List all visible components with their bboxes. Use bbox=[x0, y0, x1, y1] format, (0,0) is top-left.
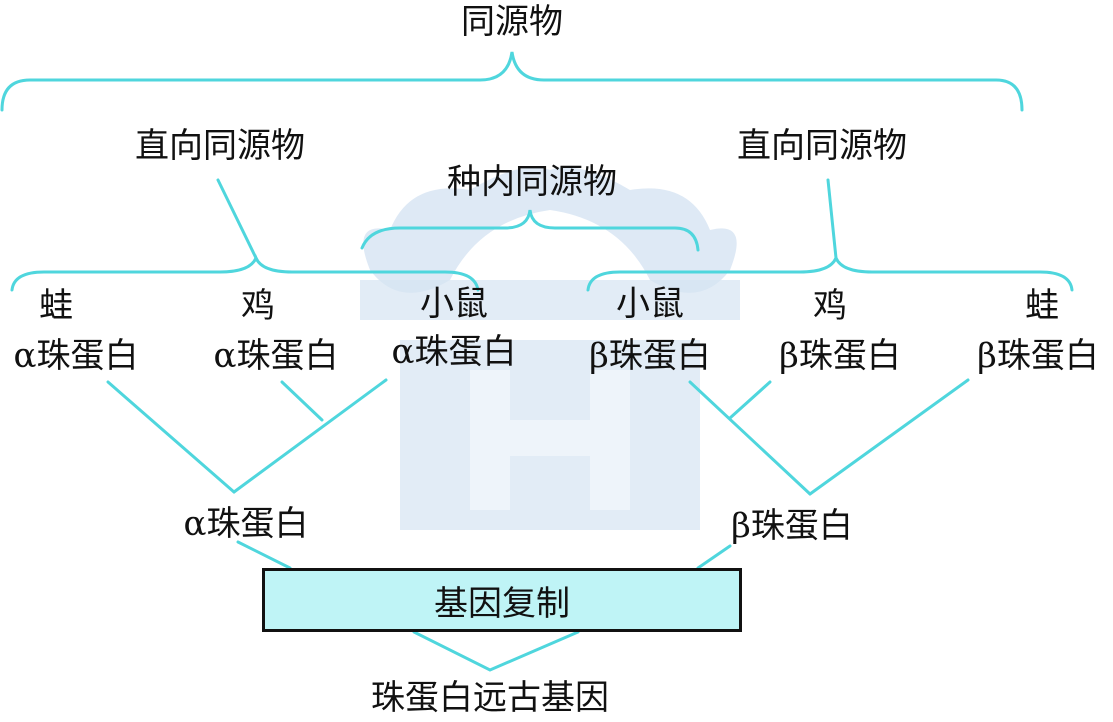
species-mouse-alpha: 小鼠 bbox=[420, 284, 488, 324]
protein-frog-alpha: α珠蛋白 bbox=[13, 336, 139, 376]
homologs-brace bbox=[0, 51, 1024, 112]
species-frog-beta: 蛙 bbox=[1025, 286, 1059, 326]
protein-chicken-alpha: α珠蛋白 bbox=[213, 336, 339, 376]
protein-mouse-alpha: α珠蛋白 bbox=[391, 332, 517, 372]
beta-to-duplication bbox=[696, 544, 732, 570]
paralogs-label: 种内同源物 bbox=[447, 162, 617, 202]
root-to-duplication bbox=[412, 630, 580, 672]
orthologs-right-label: 直向同源物 bbox=[737, 126, 907, 166]
species-chicken-alpha: 鸡 bbox=[241, 286, 275, 326]
paralogs-brace bbox=[360, 209, 700, 252]
gene-duplication-label: 基因复制 bbox=[434, 583, 570, 624]
beta-mouse-branch bbox=[688, 380, 812, 496]
beta-frog-branch bbox=[808, 378, 970, 496]
left-orthologs-pointer bbox=[216, 178, 258, 260]
right-orthologs-pointer bbox=[826, 178, 838, 260]
protein-mouse-beta: β珠蛋白 bbox=[589, 336, 711, 376]
ancestral-globin-gene-label: 珠蛋白远古基因 bbox=[371, 678, 609, 718]
species-frog-alpha: 蛙 bbox=[39, 286, 73, 326]
alpha-frog-branch bbox=[106, 380, 236, 494]
gene-duplication-box: 基因复制 bbox=[262, 568, 742, 632]
protein-chicken-beta: β珠蛋白 bbox=[779, 336, 901, 376]
orthologs-left-label: 直向同源物 bbox=[135, 126, 305, 166]
alpha-to-duplication bbox=[236, 540, 292, 570]
species-mouse-beta: 小鼠 bbox=[616, 284, 684, 324]
homologs-title: 同源物 bbox=[461, 2, 563, 42]
protein-frog-beta: β珠蛋白 bbox=[977, 336, 1099, 376]
beta-ancestor-label: β珠蛋白 bbox=[731, 506, 853, 546]
alpha-ancestor-label: α珠蛋白 bbox=[183, 504, 309, 544]
species-chicken-beta: 鸡 bbox=[813, 286, 847, 326]
alpha-mouse-branch bbox=[232, 378, 388, 494]
watermark-emblem bbox=[360, 167, 740, 530]
beta-chicken-branch bbox=[728, 380, 772, 420]
alpha-chicken-branch bbox=[280, 380, 324, 422]
